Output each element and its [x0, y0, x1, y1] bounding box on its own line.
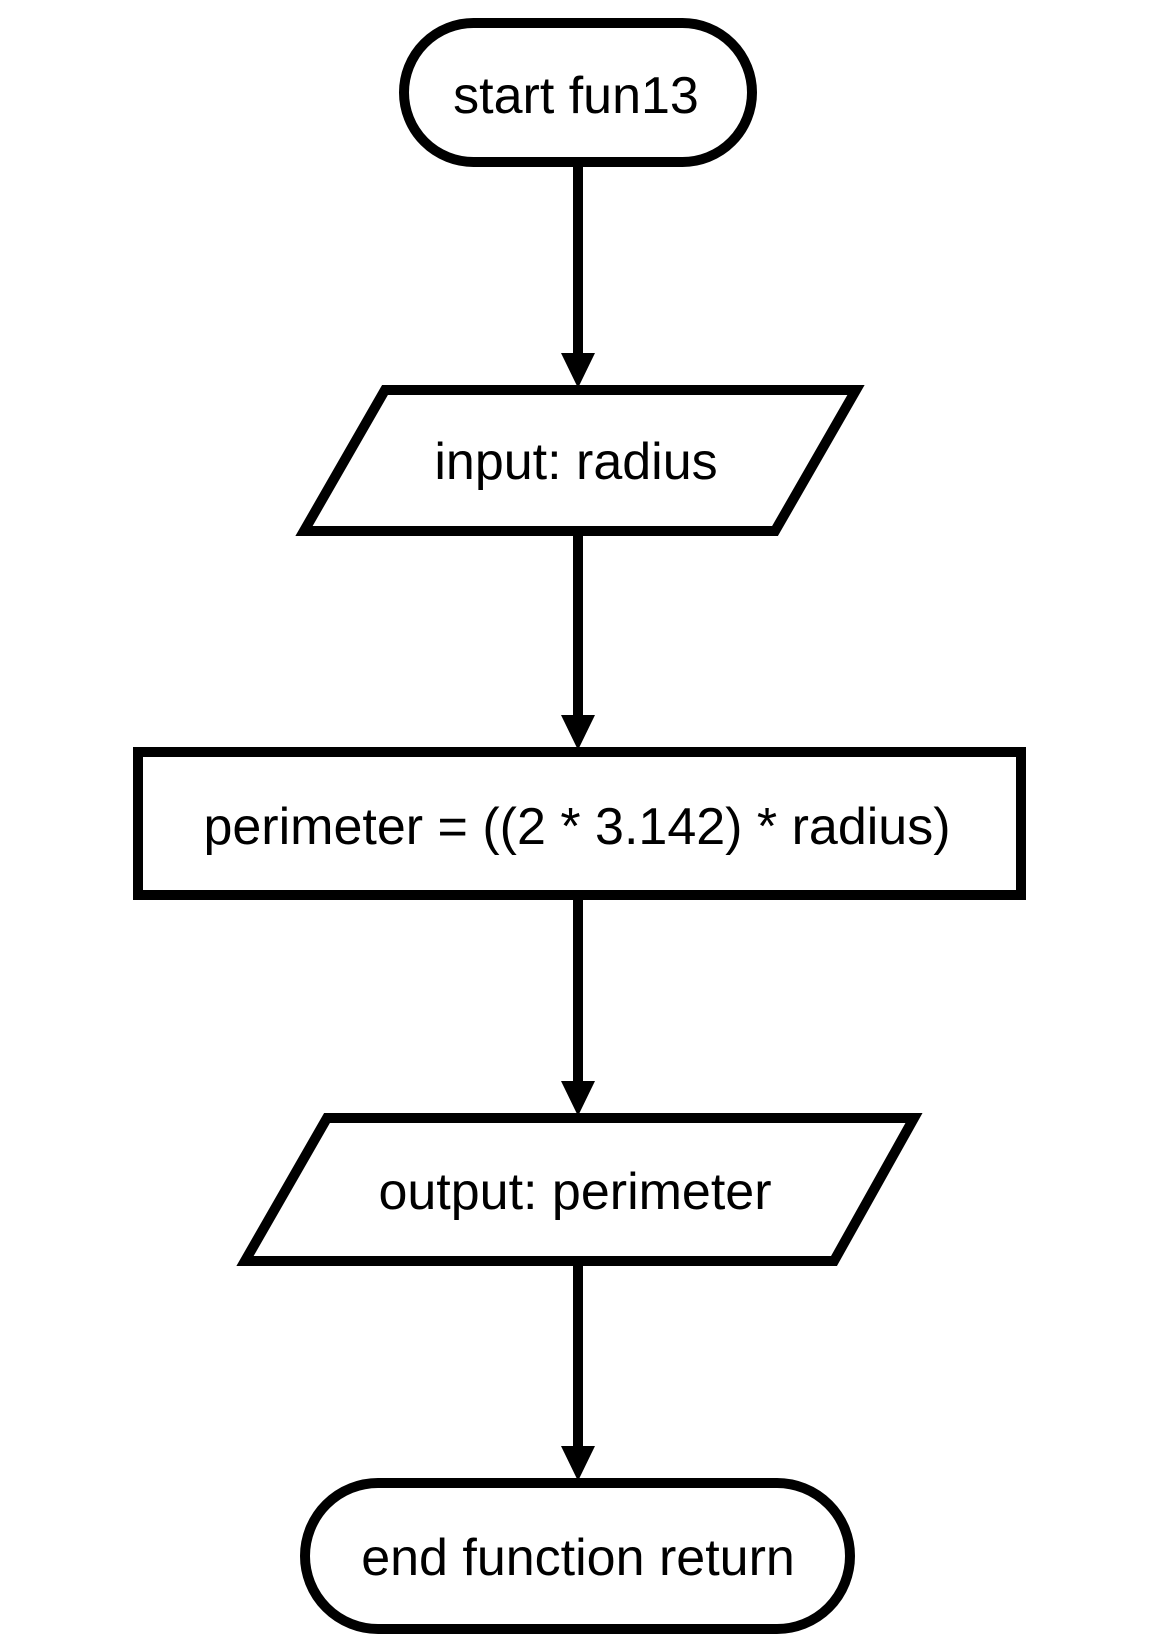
end-node: end function return	[300, 1478, 855, 1634]
process-node: perimeter = ((2 * 3.142) * radius)	[133, 747, 1026, 900]
terminator-shape	[300, 1478, 855, 1634]
output-node-label: output: perimeter	[378, 1163, 771, 1221]
arrow-head	[561, 1081, 595, 1116]
end-node-label: end function return	[361, 1529, 795, 1587]
arrow-head	[561, 715, 595, 750]
arrow-head	[561, 1446, 595, 1481]
input-node: input: radius	[295, 385, 865, 536]
output-node: output: perimeter	[236, 1113, 923, 1266]
edge-input-to-process	[561, 531, 595, 750]
io-shape	[236, 1113, 923, 1266]
process-shape	[133, 747, 1026, 900]
arrow-head	[561, 353, 595, 388]
process-node-label: perimeter = ((2 * 3.142) * radius)	[203, 798, 950, 856]
io-shape	[295, 385, 865, 536]
edge-process-to-output	[561, 895, 595, 1116]
edge-output-to-end	[561, 1261, 595, 1481]
start-node: start fun13	[399, 18, 757, 167]
terminator-shape	[399, 18, 757, 167]
input-node-label: input: radius	[434, 433, 717, 491]
start-node-label: start fun13	[453, 67, 699, 125]
edge-start-to-input	[561, 162, 595, 388]
